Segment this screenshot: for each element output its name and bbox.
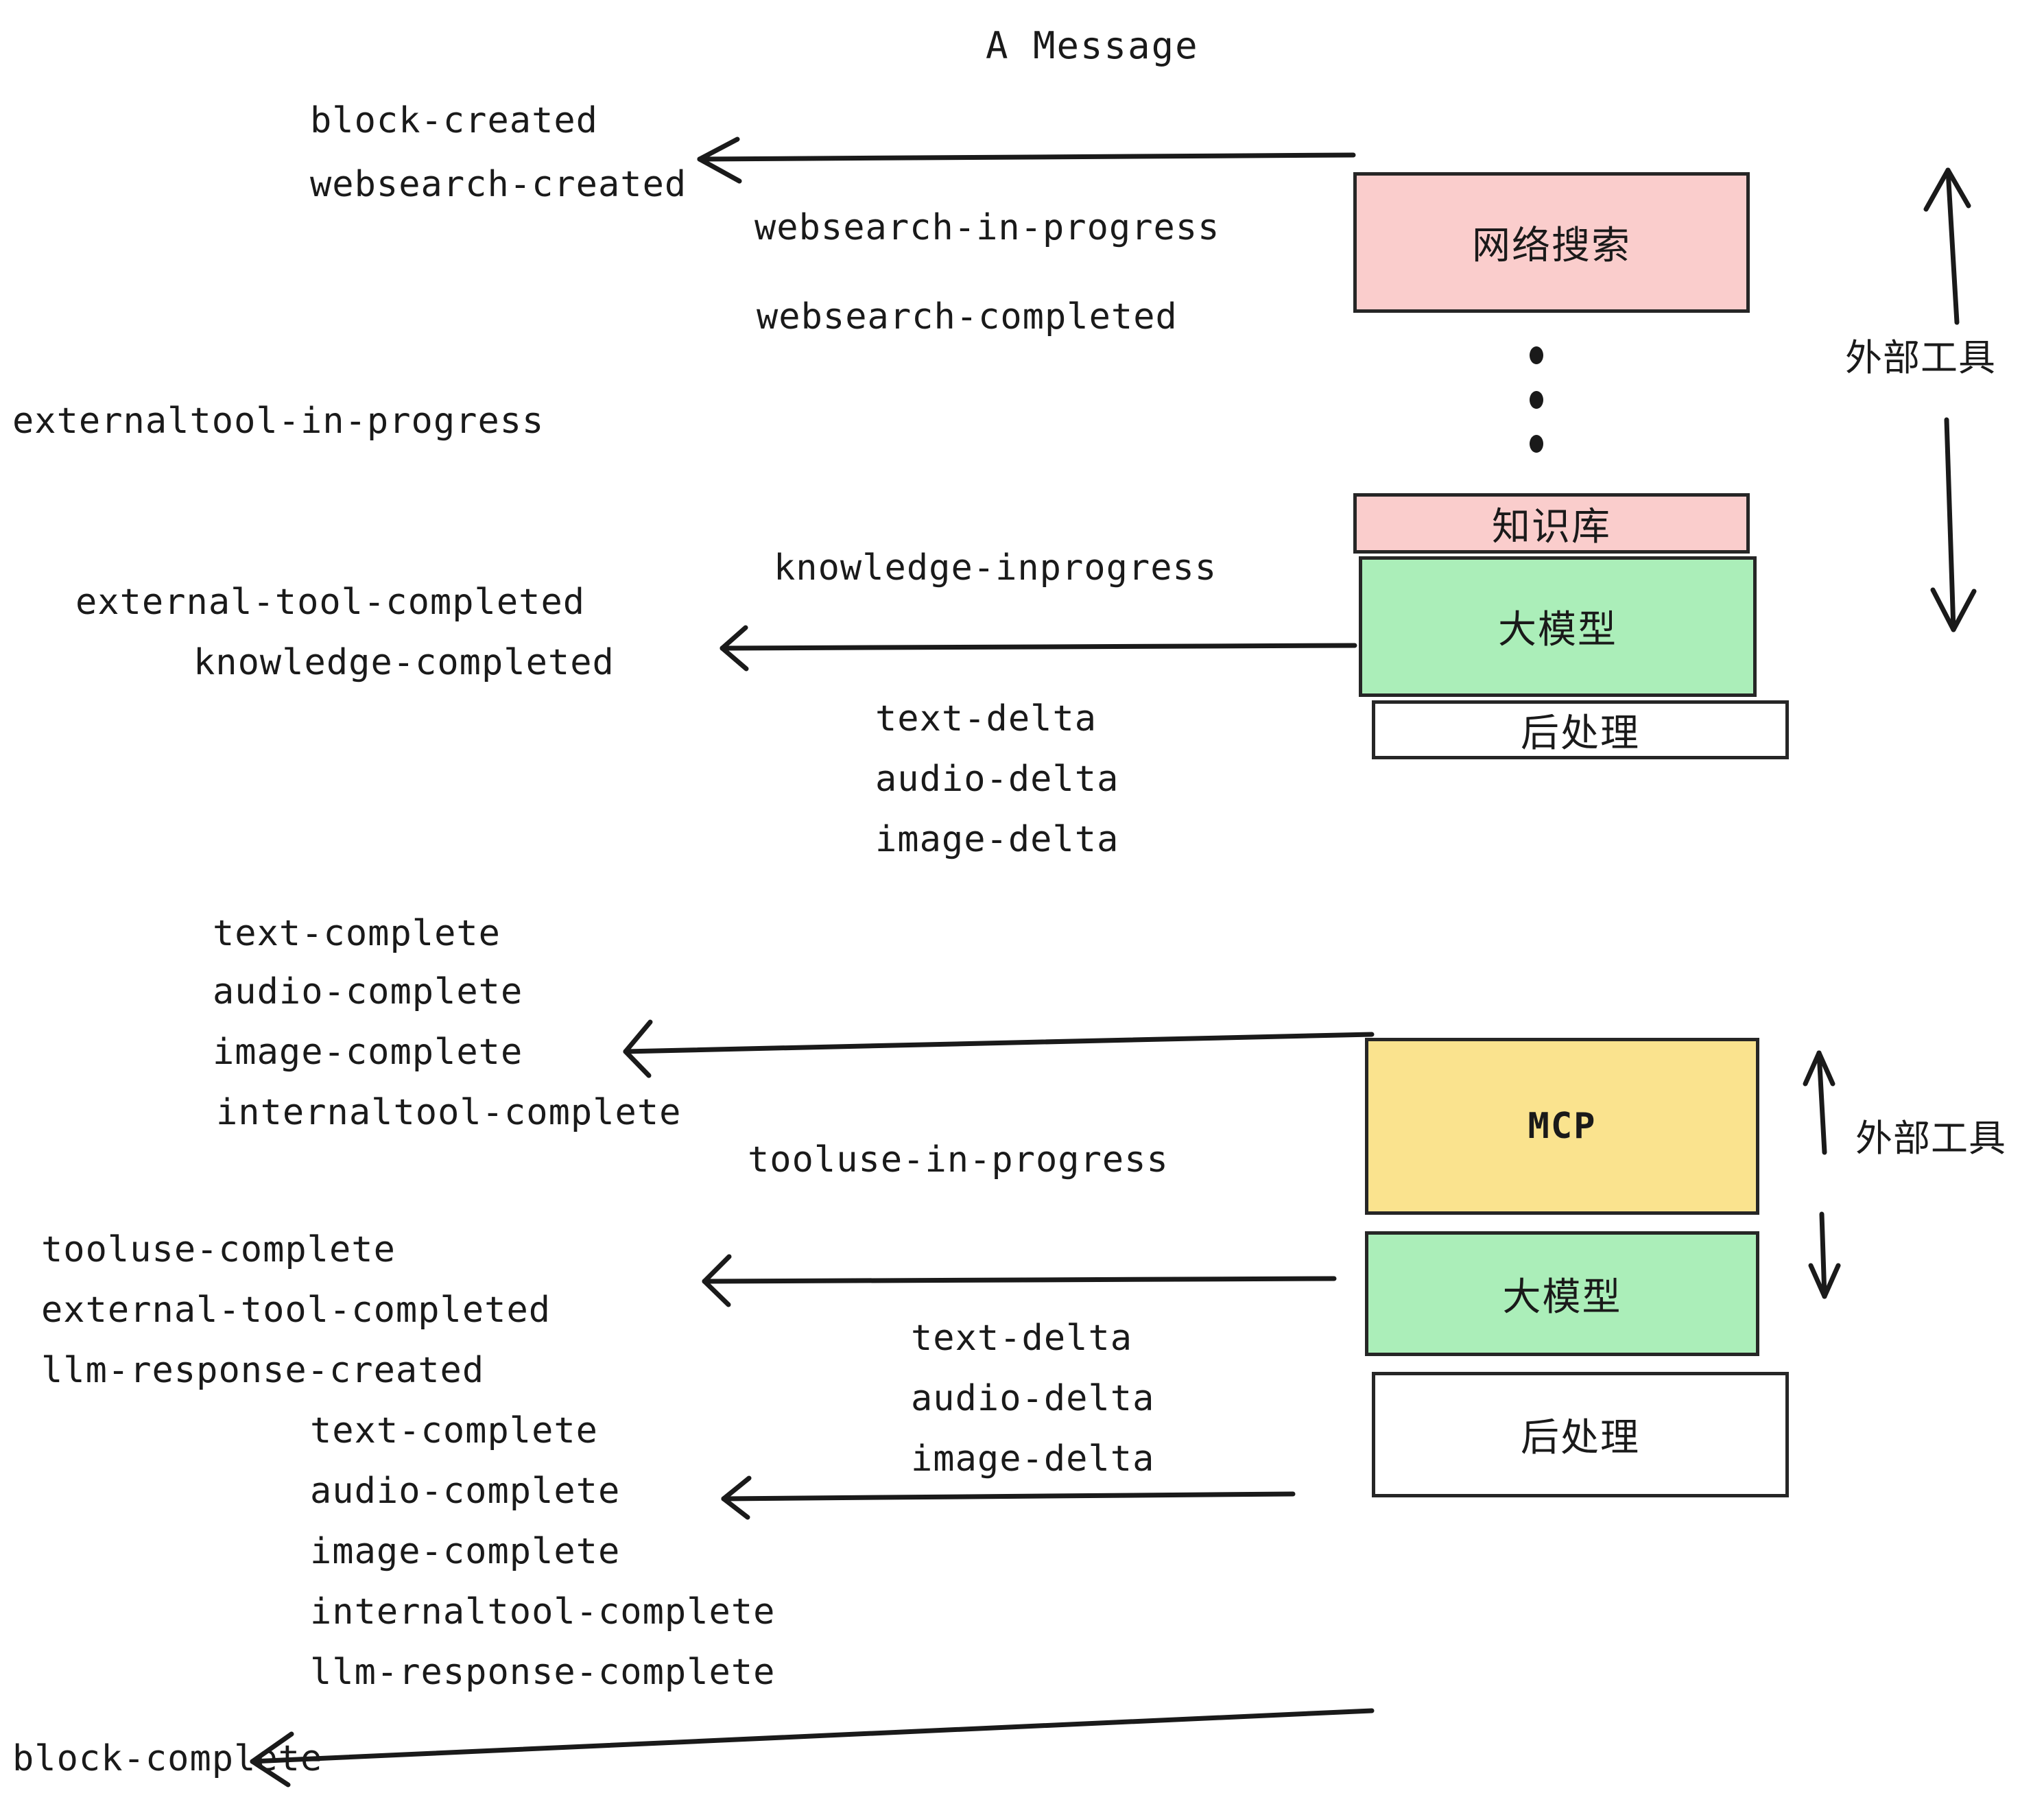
event-label-internaltool-complete-2: internaltool-complete [310,1591,776,1633]
event-label-websearch-in-progress: websearch-in-progress [754,207,1220,248]
ellipsis-dots [1528,346,1545,453]
event-label-image-delta-1: image-delta [875,819,1119,860]
page-title: A Message [986,24,1199,67]
node-mcp[interactable]: MCP [1365,1038,1759,1215]
node-llm-2-label: 大模型 [1502,1274,1622,1320]
event-label-tooluse-complete: tooluse-complete [41,1229,396,1270]
arrow-external-tools-bottom-up [1803,1050,1835,1155]
event-label-image-complete-2: image-complete [310,1531,621,1572]
arrow-external-tools-top-up [1923,167,1971,325]
event-label-websearch-completed: websearch-completed [757,296,1178,337]
node-knowledge[interactable]: 知识库 [1353,493,1750,554]
event-label-text-delta-2: text-delta [911,1318,1133,1359]
event-label-block-complete: block-complete [12,1738,323,1779]
node-llm-1[interactable]: 大模型 [1359,556,1757,697]
event-label-tooluse-in-progress: tooluse-in-progress [748,1139,1169,1180]
node-llm-1-label: 大模型 [1498,608,1617,652]
dot-1 [1530,346,1543,364]
event-label-external-tool-completed-1: external-tool-completed [75,582,586,623]
arrow-postprocess-to-image-complete [623,1019,1375,1078]
event-label-text-complete-2: text-complete [310,1410,598,1451]
event-label-text-complete-1: text-complete [213,913,501,954]
dot-3 [1530,435,1543,453]
node-websearch-label: 网络搜索 [1472,224,1631,268]
arrow-external-tools-bottom-down [1808,1211,1841,1299]
arrow-llm2-to-audio-complete [721,1475,1296,1520]
event-label-internaltool-complete-1: internaltool-complete [216,1092,682,1133]
event-label-image-complete-1: image-complete [213,1032,523,1073]
arrow-websearch-to-created [697,137,1356,184]
node-postprocess-2[interactable]: 后处理 [1372,1372,1789,1497]
event-label-knowledge-inprogress: knowledge-inprogress [774,547,1217,589]
node-postprocess-1-label: 后处理 [1521,711,1640,756]
event-label-audio-complete-2: audio-complete [310,1471,621,1512]
node-postprocess-1[interactable]: 后处理 [1372,700,1789,759]
event-label-audio-delta-1: audio-delta [875,759,1119,800]
event-label-external-tool-completed-2: external-tool-completed [41,1290,551,1331]
node-mcp-label: MCP [1528,1106,1597,1147]
node-websearch[interactable]: 网络搜索 [1353,172,1750,313]
arrow-postprocess2-to-block-complete [250,1708,1375,1788]
event-label-llm-response-created: llm-response-created [41,1350,485,1391]
event-label-websearch-created: websearch-created [310,164,687,205]
arrow-knowledge-to-completed [720,625,1357,672]
node-postprocess-2-label: 后处理 [1521,1416,1640,1460]
event-label-knowledge-completed: knowledge-completed [193,642,615,683]
event-label-text-delta-1: text-delta [875,698,1097,739]
side-label-external-tools-top: 外部工具 [1845,336,1996,379]
node-llm-2[interactable]: 大模型 [1365,1231,1759,1356]
event-label-llm-response-complete: llm-response-complete [310,1652,776,1693]
event-label-image-delta-2: image-delta [911,1438,1155,1480]
arrow-external-tools-top-down [1930,417,1977,632]
side-label-external-tools-bottom: 外部工具 [1855,1117,2006,1160]
event-label-externaltool-in-progress: externaltool-in-progress [12,401,545,442]
event-label-audio-complete-1: audio-complete [213,971,523,1012]
node-knowledge-label: 知识库 [1492,504,1611,549]
dot-2 [1530,390,1543,409]
arrow-mcp-to-tooluse-complete [702,1254,1337,1307]
event-label-block-created: block-created [310,100,598,141]
event-label-audio-delta-2: audio-delta [911,1378,1155,1419]
